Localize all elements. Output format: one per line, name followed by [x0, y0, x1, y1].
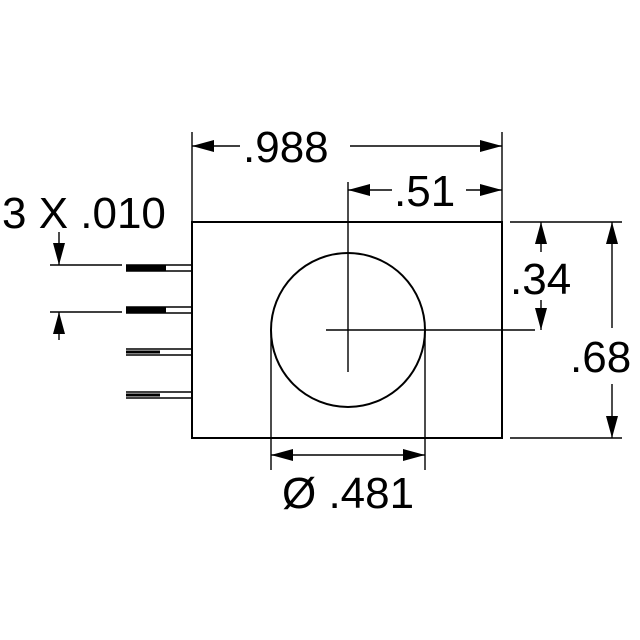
- arrowhead-left: [192, 140, 214, 152]
- dimension-lens-diameter: Ø .481: [270, 330, 426, 518]
- arrowhead-top: [606, 222, 618, 244]
- arrowhead-right: [480, 140, 502, 152]
- leads: [126, 264, 192, 399]
- dimension-lens-offset-y: .34: [510, 222, 571, 330]
- dimension-lens-offset-x: .51: [348, 167, 502, 216]
- arrowhead-top: [535, 222, 547, 244]
- lead-size-label: 3 X .010: [2, 189, 166, 238]
- dimension-overall-height: .68: [570, 222, 631, 438]
- lens-diameter-label: Ø .481: [282, 469, 414, 518]
- overall-height-label: .68: [570, 333, 631, 382]
- lens-offset-y-label: .34: [510, 255, 571, 304]
- arrowhead-left: [348, 184, 370, 196]
- dimension-lead-size: 3 X .010: [2, 189, 166, 340]
- arrowhead-top: [53, 243, 65, 265]
- dimension-overall-width: .988: [191, 123, 503, 222]
- lens-offset-x-label: .51: [394, 167, 455, 216]
- overall-width-label: .988: [243, 123, 329, 172]
- arrowhead-bottom: [53, 312, 65, 334]
- arrowhead-left: [271, 449, 293, 461]
- arrowhead-bottom: [535, 308, 547, 330]
- arrowhead-bottom: [606, 416, 618, 438]
- arrowhead-right: [403, 449, 425, 461]
- arrowhead-right: [480, 184, 502, 196]
